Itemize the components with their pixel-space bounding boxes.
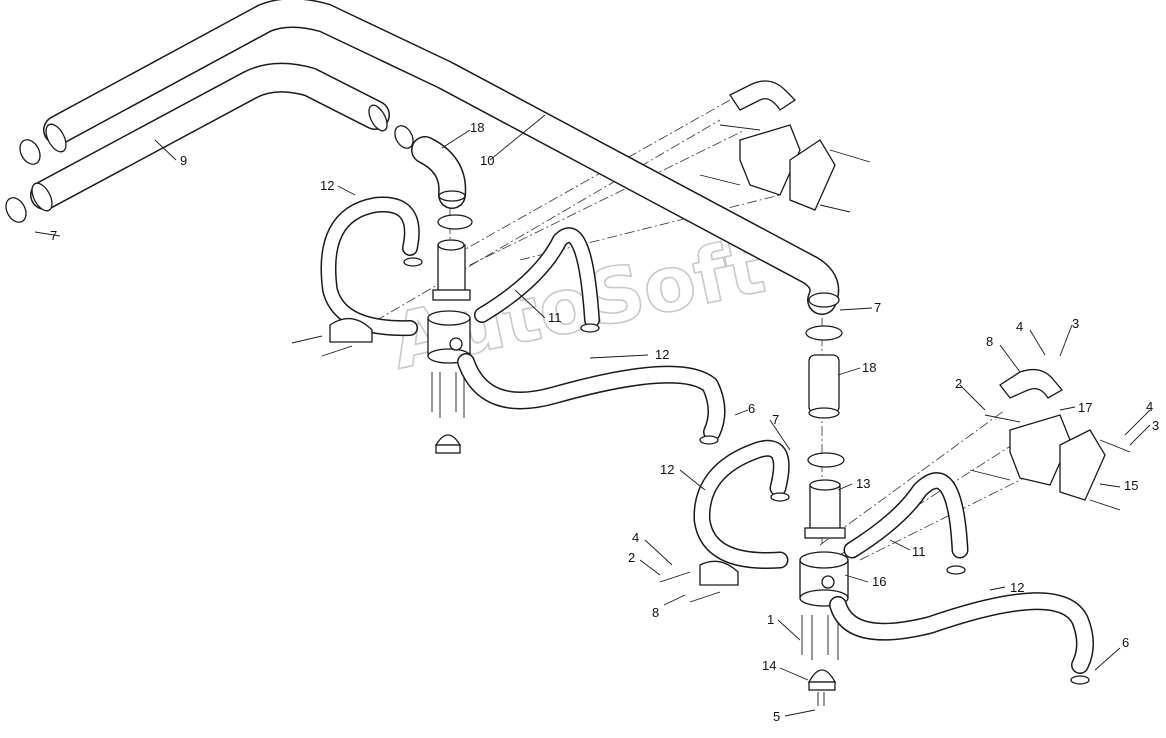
callout-2-lower-left: 2 (628, 550, 635, 565)
callout-12-upper-left: 12 (320, 178, 334, 193)
clamp-mid-upper (437, 214, 473, 230)
bolts-lower (801, 615, 839, 660)
clamp-part-7-upper (19, 139, 41, 165)
pipe-part-10 (43, 0, 840, 315)
elbow-part-18-lower (808, 354, 840, 419)
callout-5: 5 (773, 709, 780, 724)
callout-8-lower-left: 8 (652, 605, 659, 620)
callout-18-upper: 18 (470, 120, 484, 135)
hose-part-11-lower (843, 472, 969, 575)
callout-13: 13 (856, 476, 870, 491)
connector-part-13 (804, 479, 846, 539)
callout-4-right-upper: 4 (1016, 319, 1023, 334)
bracket-lower-left (659, 560, 739, 603)
callout-4-lower-left: 4 (632, 530, 639, 545)
callout-7-upper-center: 7 (874, 300, 881, 315)
hose-part-12-lower-right (829, 592, 1094, 685)
pipe-part-9 (30, 62, 390, 212)
cap-upper (434, 434, 462, 454)
clamp-part-7-lower-mid (807, 452, 845, 468)
callout-8-right: 8 (986, 334, 993, 349)
bracket-upper-left (291, 318, 373, 357)
hose-part-12-lower-left (693, 439, 790, 569)
bolt-part-5 (817, 692, 825, 706)
clamp-part-7-lower-center (805, 325, 843, 341)
connector-upper (432, 239, 471, 301)
bracket-assembly-upper-right (699, 80, 871, 213)
cap-part-14 (807, 669, 837, 691)
callout-9: 9 (180, 153, 187, 168)
bracket-assembly-lower-right (969, 368, 1131, 511)
callout-11-upper: 11 (548, 310, 562, 325)
callout-7-lower-center: 7 (772, 412, 779, 427)
callout-labels: 7 9 10 18 12 11 12 6 7 18 7 12 13 11 16 … (50, 120, 1159, 724)
callout-leaders (34, 114, 1151, 717)
bolts-upper (431, 372, 465, 418)
callout-3-right-upper: 3 (1072, 316, 1079, 331)
callout-15: 15 (1124, 478, 1138, 493)
callout-6-upper: 6 (748, 401, 755, 416)
hose-part-12-upper-right (457, 353, 726, 445)
callout-3-right-lower: 3 (1152, 418, 1159, 433)
callout-12-upper-right: 12 (655, 347, 669, 362)
callout-14: 14 (762, 658, 776, 673)
callout-11-lower: 11 (912, 544, 926, 559)
callout-12-lower-right: 12 (1010, 580, 1024, 595)
callout-12-lower-left: 12 (660, 462, 674, 477)
hose-part-11-upper (474, 227, 600, 333)
elbow-part-18-upper (411, 136, 467, 209)
callout-4-right-lower: 4 (1146, 399, 1153, 414)
callout-17: 17 (1078, 400, 1092, 415)
clamp-top-left (394, 125, 414, 149)
callout-7-left: 7 (50, 228, 57, 243)
callout-16: 16 (872, 574, 886, 589)
callout-18-lower: 18 (862, 360, 876, 375)
callout-10: 10 (480, 153, 494, 168)
callout-6-lower: 6 (1122, 635, 1129, 650)
callout-1: 1 (767, 612, 774, 627)
callout-2-right: 2 (955, 376, 962, 391)
clamp-part-7-lower (5, 197, 27, 223)
